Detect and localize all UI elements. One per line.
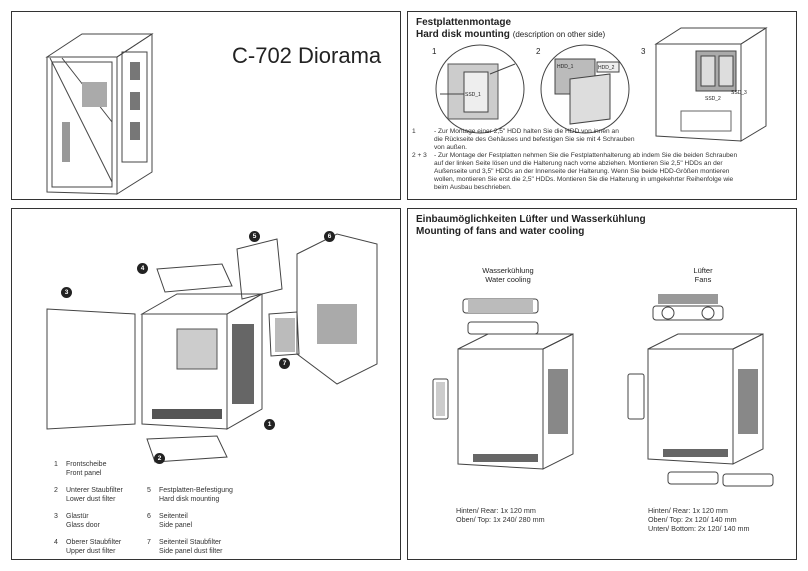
product-title: C-702 Diorama bbox=[232, 43, 382, 68]
case-illustration bbox=[45, 33, 154, 195]
hdd-title: Festplattenmontage Hard disk mounting (d… bbox=[416, 17, 605, 41]
ssd-2-label: SSD_2 bbox=[705, 96, 721, 102]
hdd-1-label: HDD_1 bbox=[557, 64, 574, 70]
badge-6: 6 bbox=[324, 231, 335, 242]
fans-spec: Hinten/ Rear: 1x 120 mm Oben/ Top: 2x 12… bbox=[648, 506, 750, 533]
hdd-title-en: Hard disk mounting bbox=[416, 29, 510, 40]
water-cooling-illustration bbox=[432, 298, 574, 470]
step-line: 1- Zur Montage einer 2,5" HDD halten Sie… bbox=[412, 128, 619, 135]
cooling-title: Einbaumöglichkeiten Lüfter und Wasserküh… bbox=[416, 214, 646, 238]
fig-number-1: 1 bbox=[432, 47, 437, 56]
hdd-title-de: Festplattenmontage bbox=[416, 17, 512, 28]
badge-2: 2 bbox=[154, 453, 165, 464]
cooling-title-en: Mounting of fans and water cooling bbox=[416, 226, 585, 237]
ssd-3-label: SSD_3 bbox=[731, 90, 747, 96]
step-line: von außen. bbox=[434, 144, 467, 151]
step-line: 2 + 3- Zur Montage der Festplatten nehme… bbox=[412, 152, 738, 159]
step-line: die Rückseite des Gehäuses und befestige… bbox=[434, 136, 635, 143]
hdd-fig-3: SSD_2 SSD_3 bbox=[654, 27, 768, 142]
step-line: auf der linken Seite lösen und die Halte… bbox=[434, 160, 723, 167]
hdd-steps: 1- Zur Montage einer 2,5" HDD halten Sie… bbox=[412, 128, 737, 192]
badge-4: 4 bbox=[137, 263, 148, 274]
fig-number-3: 3 bbox=[641, 47, 646, 56]
badge-1: 1 bbox=[264, 419, 275, 430]
hdd-title-note: (description on other side) bbox=[512, 30, 606, 39]
step-line: Außenseite und 3,5" HDDs an der Innensei… bbox=[434, 168, 730, 175]
ssd-1-label: SSD_1 bbox=[465, 92, 481, 98]
step-line: beim Ausbau beschrieben. bbox=[434, 184, 512, 191]
badge-3: 3 bbox=[61, 287, 72, 298]
hdd-fig-2: HDD_1 HDD_2 bbox=[540, 44, 630, 134]
badge-5: 5 bbox=[249, 231, 260, 242]
fans-illustration bbox=[627, 294, 774, 487]
hdd-panel: Festplattenmontage Hard disk mounting (d… bbox=[407, 11, 797, 200]
exploded-view bbox=[46, 233, 378, 463]
cooling-title-de: Einbaumöglichkeiten Lüfter und Wasserküh… bbox=[416, 214, 646, 225]
hdd-fig-1: SSD_1 bbox=[435, 44, 525, 134]
fig-number-2: 2 bbox=[536, 47, 541, 56]
hdd-2-label: HDD_2 bbox=[598, 65, 615, 71]
cooling-panel: Einbaumöglichkeiten Lüfter und Wasserküh… bbox=[407, 208, 797, 560]
badge-7: 7 bbox=[279, 358, 290, 369]
step-line: wollen, montieren Sie erst die 2,5" HDDs… bbox=[434, 176, 734, 183]
product-panel: C-702 Diorama bbox=[11, 11, 401, 200]
water-cooling-spec: Hinten/ Rear: 1x 120 mm Oben/ Top: 1x 24… bbox=[456, 506, 545, 524]
